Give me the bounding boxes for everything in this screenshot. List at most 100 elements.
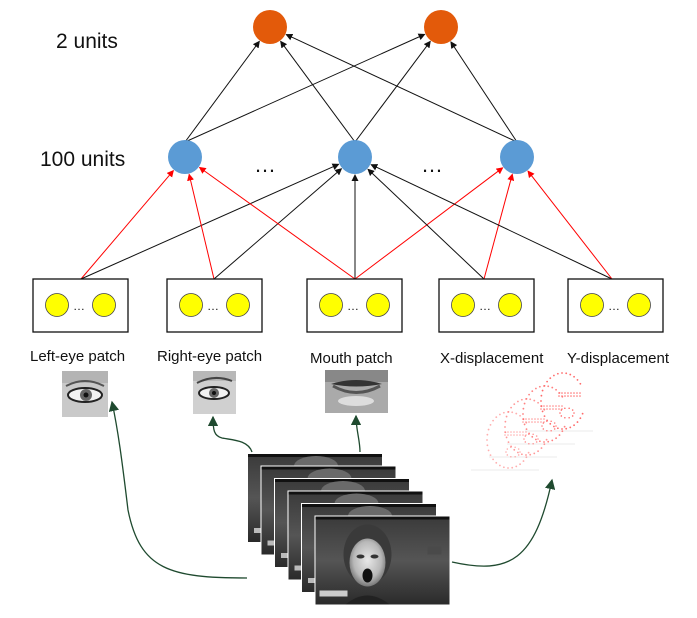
displacement-dot (519, 463, 521, 466)
extraction-arrow-mouth (350, 414, 362, 453)
displacement-dot (525, 454, 527, 456)
displacement-dot (535, 441, 538, 443)
hidden-ellipsis-left: … (254, 152, 277, 177)
displacement-dot (513, 448, 516, 451)
displacement-dot (546, 408, 548, 410)
displacement-dot (542, 428, 545, 430)
displacement-dot (519, 414, 521, 417)
displacement-dot (523, 423, 526, 426)
displacement-dot (551, 386, 554, 389)
displacement-dot (541, 389, 544, 392)
displacement-dot (510, 406, 512, 409)
displacement-dot (534, 418, 536, 420)
displacement-dot (532, 442, 534, 445)
displacement-dot (515, 412, 518, 415)
extraction-arrow-right-eye (207, 415, 253, 453)
displacement-dot (525, 434, 527, 436)
displacement-dot (516, 434, 518, 436)
torso (345, 595, 390, 605)
displacement-dot (545, 438, 548, 441)
displacement-dot (550, 420, 552, 423)
displacement-dot (534, 421, 536, 423)
displacement-dot (505, 436, 508, 439)
video-frame-topbar (261, 466, 396, 470)
displacement-dot (517, 400, 519, 403)
displacement-dot (535, 435, 538, 437)
displacement-dot (522, 407, 525, 410)
displacement-dot (549, 408, 551, 410)
output-layer (253, 10, 458, 44)
displacement-dot (528, 393, 530, 396)
displacement-dot (573, 395, 575, 397)
displacement-dot (502, 466, 505, 469)
displacement-dot (525, 431, 527, 433)
background-sign (427, 546, 442, 555)
displacement-dot (567, 392, 569, 394)
displacement-dot (565, 372, 568, 375)
displacement-dot (517, 451, 519, 454)
displacement-field-image (471, 372, 593, 471)
displacement-dot (504, 434, 506, 436)
input-unit (366, 293, 390, 317)
input-group-left-eye: … (32, 278, 129, 333)
input-group-right-eye: … (166, 278, 263, 333)
mouth-patch-image (325, 370, 388, 413)
video-frame-stack (247, 453, 451, 606)
edge-hidden-2-to-output-1 (450, 41, 518, 143)
displacement-dot (543, 385, 545, 387)
edge-hidden-1-to-output-0 (280, 40, 356, 143)
displacement-dot (535, 387, 537, 390)
displacement-dot (529, 398, 532, 401)
displacement-dot (564, 416, 566, 419)
displacement-dot (487, 449, 490, 452)
displacement-dot (579, 392, 581, 394)
displacement-dot (528, 421, 530, 423)
displacement-dot (546, 429, 548, 432)
displacement-dot (489, 454, 492, 457)
video-frame-topbar (275, 479, 409, 482)
video-frame-topbar (288, 491, 423, 495)
input-unit-ellipsis: … (347, 299, 359, 313)
displacement-dot (495, 461, 498, 464)
displacement-dot (519, 451, 521, 453)
extraction-arrow-displacement (451, 478, 556, 567)
displacement-dot (511, 411, 514, 414)
displacement-dot (549, 422, 552, 425)
displacement-dot (540, 418, 542, 420)
input-unit (92, 293, 116, 317)
displacement-dot (550, 429, 552, 432)
displacement-dot (522, 434, 524, 436)
displacement-dot (525, 398, 527, 400)
hidden-to-output-edges (184, 33, 518, 143)
displacement-dot (507, 441, 510, 444)
displacement-dot (543, 441, 545, 443)
displacement-dot (540, 394, 543, 397)
displacement-dot (561, 395, 564, 398)
displacement-dot (556, 427, 559, 430)
displacement-dot (513, 431, 515, 433)
displacement-dot (541, 410, 544, 413)
hidden-layer (168, 140, 534, 174)
input-group-y-displacement: … (567, 278, 664, 333)
left-eye-patch-image (62, 371, 108, 417)
displacement-dot (543, 405, 545, 407)
edge-input-1-to-hidden-0 (187, 173, 215, 280)
displacement-dot (522, 431, 524, 433)
displacement-dot (564, 395, 566, 397)
displacement-dot (525, 456, 528, 459)
face-eye (370, 554, 379, 559)
output-node (253, 10, 287, 44)
displacement-dot (571, 409, 574, 411)
displacement-dot (522, 413, 524, 415)
displacement-dot (528, 442, 530, 445)
input-group-mouth: … (306, 278, 403, 333)
displacement-dot (558, 405, 560, 407)
displacement-dot (552, 408, 554, 410)
displacement-dot (553, 425, 555, 428)
displacement-dot (525, 421, 528, 424)
hidden-node (168, 140, 202, 174)
displacement-dot (538, 385, 541, 388)
displacement-dot (576, 392, 578, 394)
video-frame-timecode-front (319, 590, 348, 597)
displacement-dot (541, 425, 543, 427)
